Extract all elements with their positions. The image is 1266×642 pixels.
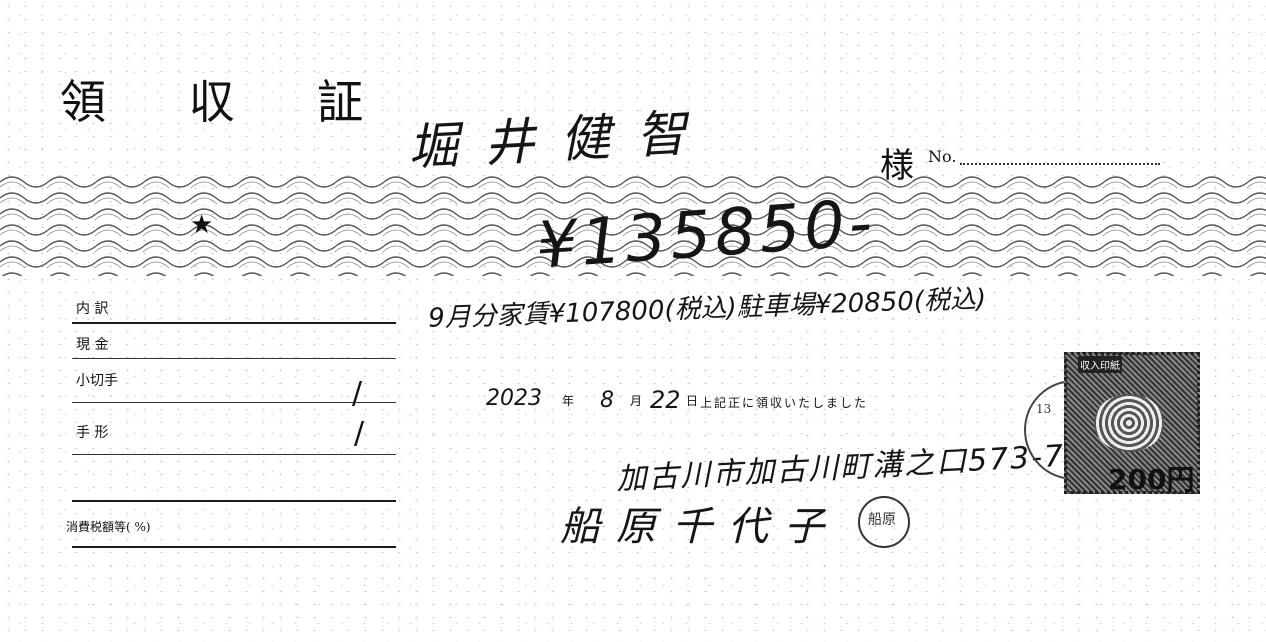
revenue-stamp-value: 200円: [1108, 463, 1195, 496]
breakdown-row-label: 手 形: [76, 425, 109, 441]
breakdown-rule: [72, 358, 396, 359]
honorific-label: 様: [880, 146, 914, 186]
date-day-unit: 日: [686, 394, 699, 408]
wave-pattern-band: [0, 172, 1266, 276]
date-day: 22: [650, 386, 681, 414]
breakdown-rule: [72, 322, 396, 324]
receipt-title: 領 収 証: [60, 75, 398, 129]
breakdown-rule: [72, 454, 396, 455]
breakdown-rule: [72, 402, 396, 403]
personal-seal-text: 船原: [868, 512, 896, 528]
tax-row-label: 消費税額等( %): [66, 520, 151, 534]
date-month-unit: 月: [630, 394, 643, 408]
number-field-line: [960, 163, 1160, 165]
breakdown-row-mark: /: [352, 376, 363, 411]
issuer-name: 船原千代子: [560, 504, 840, 550]
breakdown-rule: [72, 500, 396, 502]
received-statement: 上記正に領収いたしました: [700, 396, 869, 410]
breakdown-row-label: 現 金: [76, 337, 109, 353]
breakdown-row-label: 小切手: [76, 373, 118, 389]
personal-seal-icon: [858, 496, 910, 548]
date-month: 8: [600, 388, 614, 413]
date-year-unit: 年: [562, 394, 575, 408]
revenue-stamp-title: 収入印紙: [1078, 356, 1122, 373]
breakdown-rule: [72, 546, 396, 548]
breakdown-header: 内 訳: [76, 301, 109, 317]
revenue-stamp-emblem-icon: [1094, 394, 1164, 452]
postmark-number: 13: [1036, 402, 1052, 416]
star-icon: ★: [190, 210, 214, 240]
date-year: 2023: [486, 386, 542, 411]
breakdown-row-mark: /: [354, 416, 365, 451]
number-label: No.: [928, 147, 957, 166]
